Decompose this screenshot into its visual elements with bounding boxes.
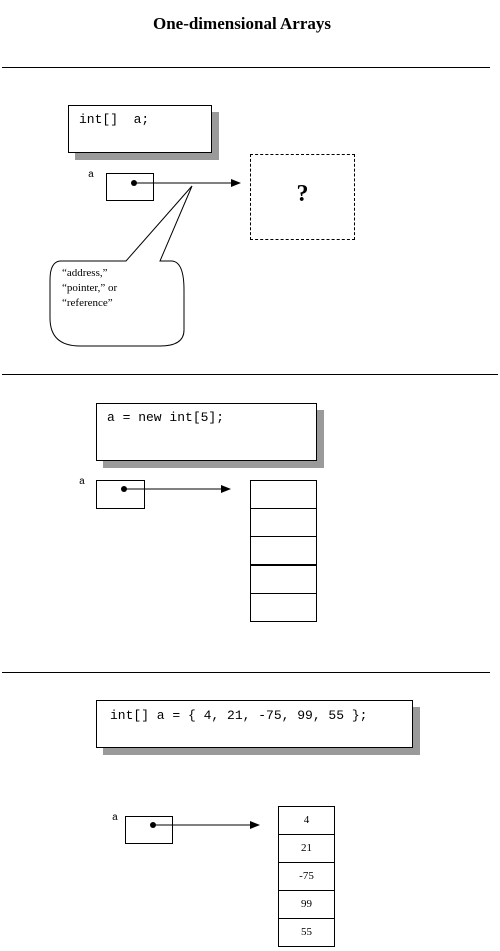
callout-bubble	[49, 185, 193, 347]
variable-label: a	[112, 813, 119, 824]
unknown-object-mark: ?	[296, 181, 309, 207]
array-cell: -75	[278, 862, 335, 891]
array-cells-empty	[250, 480, 317, 622]
variable-label: a	[79, 477, 86, 488]
page-title: One-dimensional Arrays	[152, 14, 332, 33]
callout-line: “address,”	[62, 267, 108, 279]
variable-label: a	[88, 170, 95, 181]
allocation-code-box: a = new int[5];	[96, 403, 317, 461]
initializer-code: int[] a = { 4, 21, -75, 99, 55 };	[110, 708, 368, 723]
array-cell: 99	[278, 890, 335, 919]
callout-line: “reference”	[62, 297, 113, 309]
initializer-code-box: int[] a = { 4, 21, -75, 99, 55 };	[96, 700, 413, 748]
declaration-code-box: int[] a;	[68, 105, 212, 153]
declaration-code: int[] a;	[79, 112, 150, 127]
section-divider	[2, 374, 498, 375]
section-divider	[2, 67, 490, 68]
reference-variable-box	[106, 173, 154, 201]
reference-variable-box	[125, 816, 173, 844]
section-divider	[2, 672, 490, 673]
array-cell: 55	[278, 918, 335, 947]
array-cell	[250, 536, 317, 565]
array-cell	[250, 508, 317, 537]
allocation-code: a = new int[5];	[107, 410, 225, 425]
unknown-object-box: ?	[250, 154, 355, 240]
array-cell	[250, 593, 317, 622]
callout-line: “pointer,” or	[62, 282, 118, 294]
callout-text: “address,” “pointer,” or “reference”	[62, 266, 117, 311]
array-cells-initialized: 4 21 -75 99 55	[278, 806, 335, 947]
array-cell: 21	[278, 834, 335, 863]
reference-variable-box	[96, 480, 145, 509]
